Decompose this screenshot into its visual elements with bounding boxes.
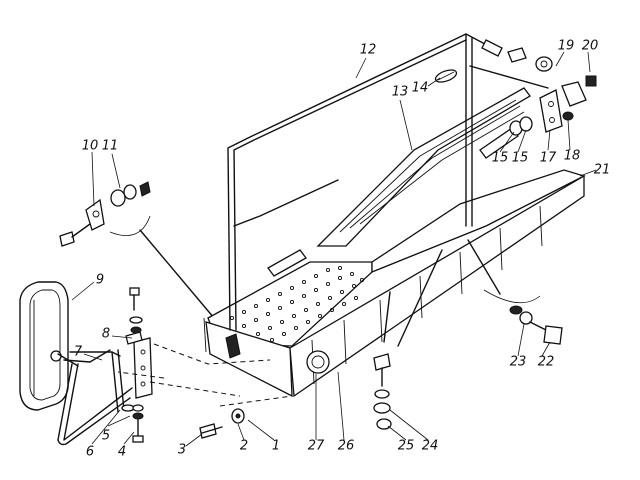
callout-14: 14 xyxy=(411,80,429,96)
callout-21: 21 xyxy=(593,162,611,178)
bolt-3-nut-2 xyxy=(199,408,245,439)
bolt-stack-lower xyxy=(121,404,144,443)
callout-5: 5 xyxy=(101,428,111,444)
callout-15a: 15 xyxy=(491,150,509,166)
bracket-parts-10-11 xyxy=(59,181,151,247)
callout-13: 13 xyxy=(391,84,409,100)
callout-18: 18 xyxy=(563,148,581,164)
callout-7: 7 xyxy=(73,344,83,360)
handrail xyxy=(227,33,503,331)
callout-27: 27 xyxy=(307,438,325,454)
hinged-lid xyxy=(267,87,531,277)
callout-25: 25 xyxy=(397,438,415,454)
callout-3: 3 xyxy=(177,442,187,458)
callout-20: 20 xyxy=(581,38,599,54)
bolt-24-nut-25 xyxy=(373,353,392,430)
callout-8: 8 xyxy=(101,326,111,342)
bracket-14 xyxy=(434,69,458,83)
callout-12: 12 xyxy=(359,42,377,58)
callout-22: 22 xyxy=(537,354,555,370)
leader-lines xyxy=(71,51,597,447)
rear-view-mirror xyxy=(19,281,79,411)
callout-15b: 15 xyxy=(511,150,529,166)
callout-26: 26 xyxy=(337,438,355,454)
callout-2: 2 xyxy=(239,438,249,454)
rear-fittings xyxy=(469,47,597,136)
callout-17: 17 xyxy=(539,150,557,166)
deck-perforations xyxy=(229,265,365,343)
callout-23: 23 xyxy=(509,354,527,370)
footstep-box xyxy=(203,169,586,398)
mounting-bracket xyxy=(125,331,153,399)
mirror-bracket-arm xyxy=(57,349,133,446)
callout-11: 11 xyxy=(101,138,119,154)
callout-1: 1 xyxy=(271,438,281,454)
callout-6: 6 xyxy=(85,444,95,460)
callout-10: 10 xyxy=(81,138,99,154)
callout-24: 24 xyxy=(421,438,439,454)
callout-9: 9 xyxy=(95,272,105,288)
callout-4: 4 xyxy=(117,444,127,460)
bolt-22-nut-23 xyxy=(509,305,563,345)
callout-19: 19 xyxy=(557,38,575,54)
bolt-stack-upper xyxy=(129,287,143,334)
